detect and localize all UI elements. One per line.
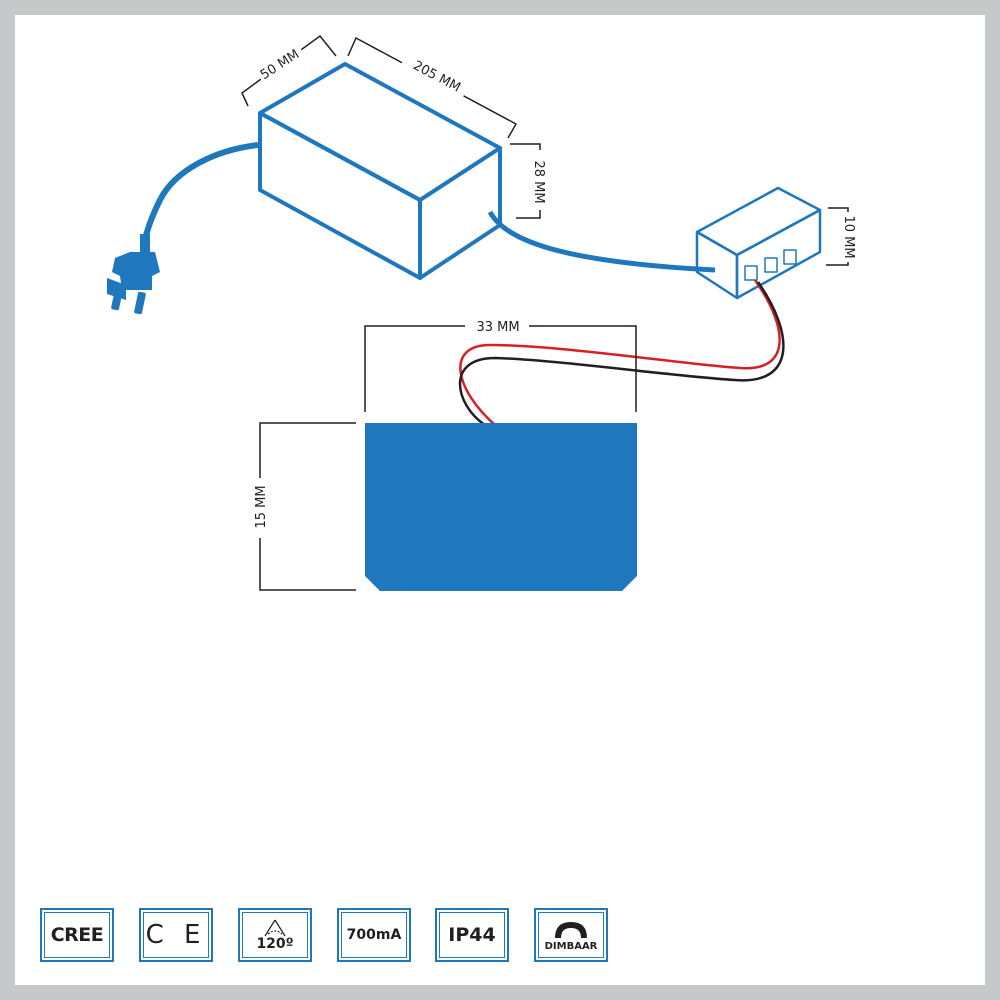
badge-ip-label: IP44	[448, 924, 496, 946]
badge-current-label: 700mA	[346, 927, 402, 943]
dim-spot-height: 15 MM	[254, 485, 269, 528]
dimmer-icon	[555, 921, 587, 938]
diagram-canvas: 50 MM 205 MM 28 MM 10 MM 33 MM 15 MM	[15, 15, 985, 985]
badge-ip-rating: IP44	[435, 908, 509, 962]
dim-connector-height: 10 MM	[841, 215, 856, 258]
low-voltage-cable	[487, 210, 716, 273]
badge-cree-label: CREE	[50, 924, 104, 946]
product-diagram: 50 MM 205 MM 28 MM 10 MM 33 MM 15 MM	[107, 34, 858, 591]
beam-angle-icon	[264, 919, 286, 937]
badge-dimmable-label: DIMBAAR	[544, 940, 598, 952]
badge-current: 700mA	[337, 908, 411, 962]
mains-cable	[140, 142, 259, 251]
badge-ce-label: C E	[145, 920, 207, 950]
led-spot	[365, 423, 637, 591]
dim-spot-width: 33 MM	[476, 320, 519, 335]
plug-icon	[107, 234, 160, 315]
badge-ce: C E	[139, 908, 213, 962]
badge-cree: CREE	[40, 908, 114, 962]
badge-dimmable: DIMBAAR	[534, 908, 608, 962]
badge-beam-angle: 120º	[238, 908, 312, 962]
dim-driver-height: 28 MM	[531, 160, 546, 203]
connector-box	[695, 186, 822, 300]
badge-beam-angle-label: 120º	[256, 936, 294, 952]
red-wire	[459, 279, 781, 426]
black-wire	[458, 281, 785, 427]
